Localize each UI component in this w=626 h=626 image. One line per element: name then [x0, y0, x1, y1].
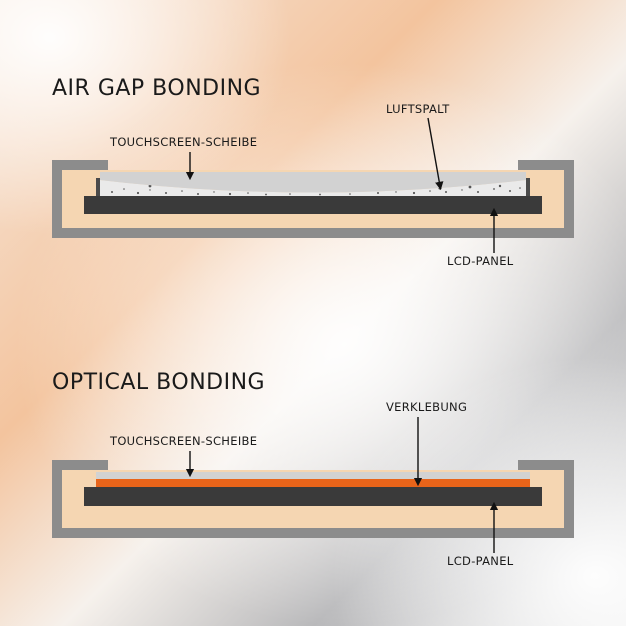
- air-gap-luftspalt-label: LUFTSPALT: [386, 102, 450, 116]
- optical-touchscreen-glass: [96, 472, 530, 479]
- optical-adhesive: [96, 479, 530, 487]
- air-gap-space: [100, 180, 526, 196]
- optical-title: OPTICAL BONDING: [52, 370, 265, 395]
- air-gap-particles: [111, 184, 521, 196]
- air-gap-left-wall: [96, 178, 100, 196]
- air-gap-luftspalt-arrow: [427, 117, 444, 191]
- air-gap-section: AIR GAP BONDING: [52, 76, 574, 268]
- air-gap-touchscreen-label: TOUCHSCREEN-SCHEIBE: [109, 135, 257, 149]
- air-gap-lcd-label: LCD-PANEL: [447, 254, 514, 268]
- air-gap-frame: [52, 160, 574, 238]
- air-gap-touchscreen-glass: [100, 172, 526, 193]
- optical-section: OPTICAL BONDING TOUCHSCREEN-SCHEIBE VERK…: [52, 370, 574, 568]
- air-gap-title: AIR GAP BONDING: [52, 76, 261, 101]
- optical-frame: [52, 460, 574, 538]
- optical-lcd-label: LCD-PANEL: [447, 554, 514, 568]
- air-gap-right-wall: [526, 178, 530, 196]
- optical-lcd-panel: [84, 487, 542, 506]
- optical-touchscreen-label: TOUCHSCREEN-SCHEIBE: [109, 434, 257, 448]
- optical-verklebung-label: VERKLEBUNG: [386, 400, 467, 414]
- air-gap-lcd-panel: [84, 196, 542, 214]
